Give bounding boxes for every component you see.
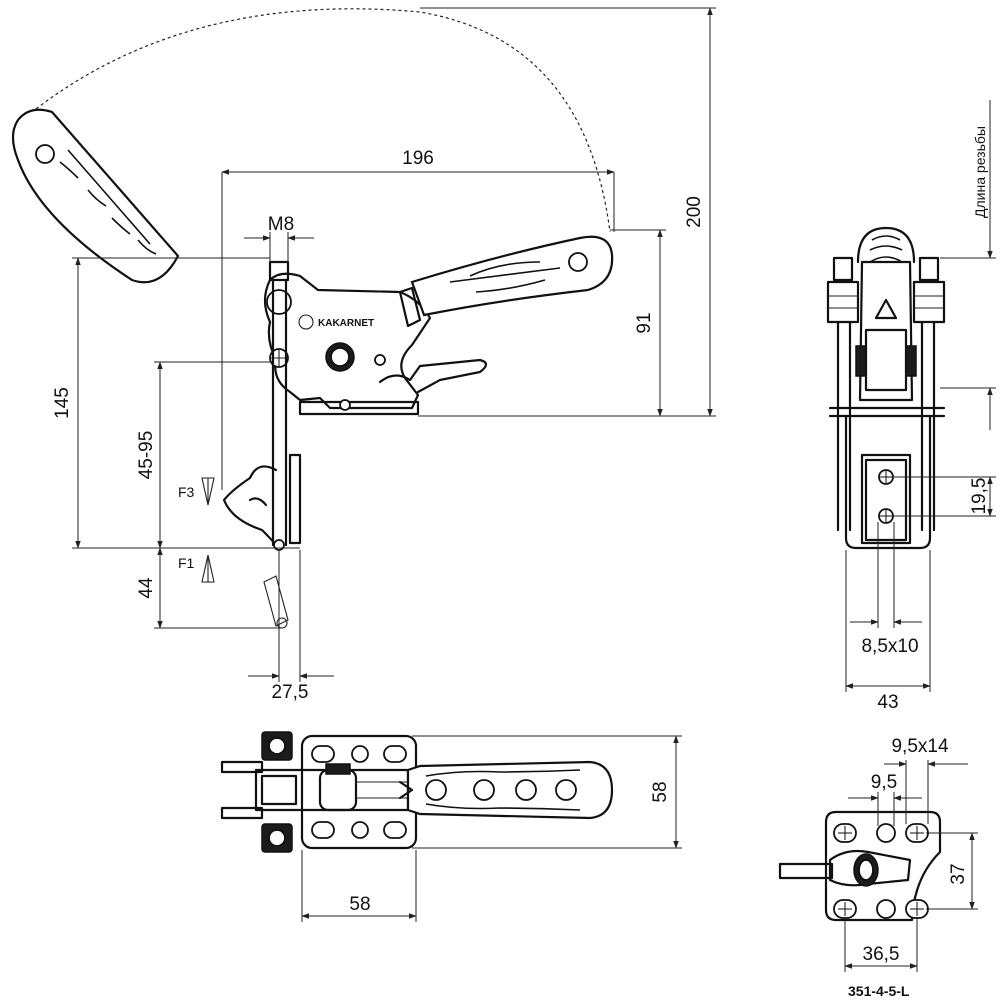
clamp-body: KAKARNET (263, 235, 614, 416)
dim-45-95: 45-95 (136, 361, 272, 549)
dim-8-5x10: 8,5x10 (850, 522, 922, 657)
svg-text:145: 145 (52, 387, 73, 419)
svg-text:58: 58 (349, 894, 370, 915)
svg-text:196: 196 (402, 148, 434, 169)
dim-36-5: 36,5 (844, 918, 918, 972)
svg-text:91: 91 (634, 312, 655, 333)
top-view: 58 58 (220, 731, 682, 922)
end-view: Длина резьбы 19,5 8,5x10 43 (826, 100, 996, 713)
handle-open-position (11, 108, 180, 284)
dim-37: 37 (926, 832, 978, 910)
handle-swing-arc (21, 8, 611, 233)
svg-text:9,5: 9,5 (871, 772, 897, 793)
svg-text:19,5: 19,5 (969, 478, 990, 515)
svg-text:36,5: 36,5 (863, 944, 900, 965)
svg-text:37: 37 (948, 863, 969, 884)
dim-200: 200 (418, 7, 716, 417)
end-view-stud-left (826, 256, 860, 532)
dim-58-width: 58 (301, 850, 417, 922)
svg-text:9,5x14: 9,5x14 (891, 736, 948, 757)
dim-m8: M8 (244, 214, 314, 262)
dim-145: 145 (52, 257, 300, 549)
base-view: 9,5x14 9,5 37 36,5 351-4-5-L (778, 736, 978, 999)
force-f3-arrow: F3 (178, 477, 215, 506)
svg-text:Длина резьбы: Длина резьбы (972, 126, 988, 218)
svg-text:45-95: 45-95 (136, 431, 157, 480)
dim-43: 43 (845, 550, 931, 713)
side-view: KAKARNET F3 (11, 7, 716, 703)
part-number: 351-4-5-L (848, 983, 910, 999)
dim-9-5x14: 9,5x14 (884, 736, 968, 824)
dim-91: 91 (610, 229, 666, 417)
svg-text:M8: M8 (268, 214, 294, 235)
svg-text:200: 200 (684, 196, 705, 228)
svg-text:F3: F3 (178, 484, 195, 500)
dim-27-5: 27,5 (248, 550, 334, 703)
svg-text:44: 44 (136, 577, 157, 599)
dim-9-5: 9,5 (848, 772, 922, 826)
dim-196: 196 (221, 148, 615, 490)
spindle-assembly (222, 260, 302, 629)
dim-58-height: 58 (412, 735, 682, 849)
end-view-stud-right (912, 256, 946, 532)
svg-text:8,5x10: 8,5x10 (861, 636, 918, 657)
svg-text:27,5: 27,5 (272, 682, 309, 703)
dim-thread-length: Длина резьбы (940, 100, 996, 430)
svg-text:43: 43 (877, 692, 898, 713)
brand-logo-text: KAKARNET (318, 318, 374, 329)
force-f1-arrow: F1 (178, 554, 215, 583)
dim-44: 44 (136, 547, 282, 629)
svg-text:F1: F1 (178, 555, 195, 571)
dim-19-5: 19,5 (894, 476, 996, 517)
svg-text:58: 58 (650, 781, 671, 802)
